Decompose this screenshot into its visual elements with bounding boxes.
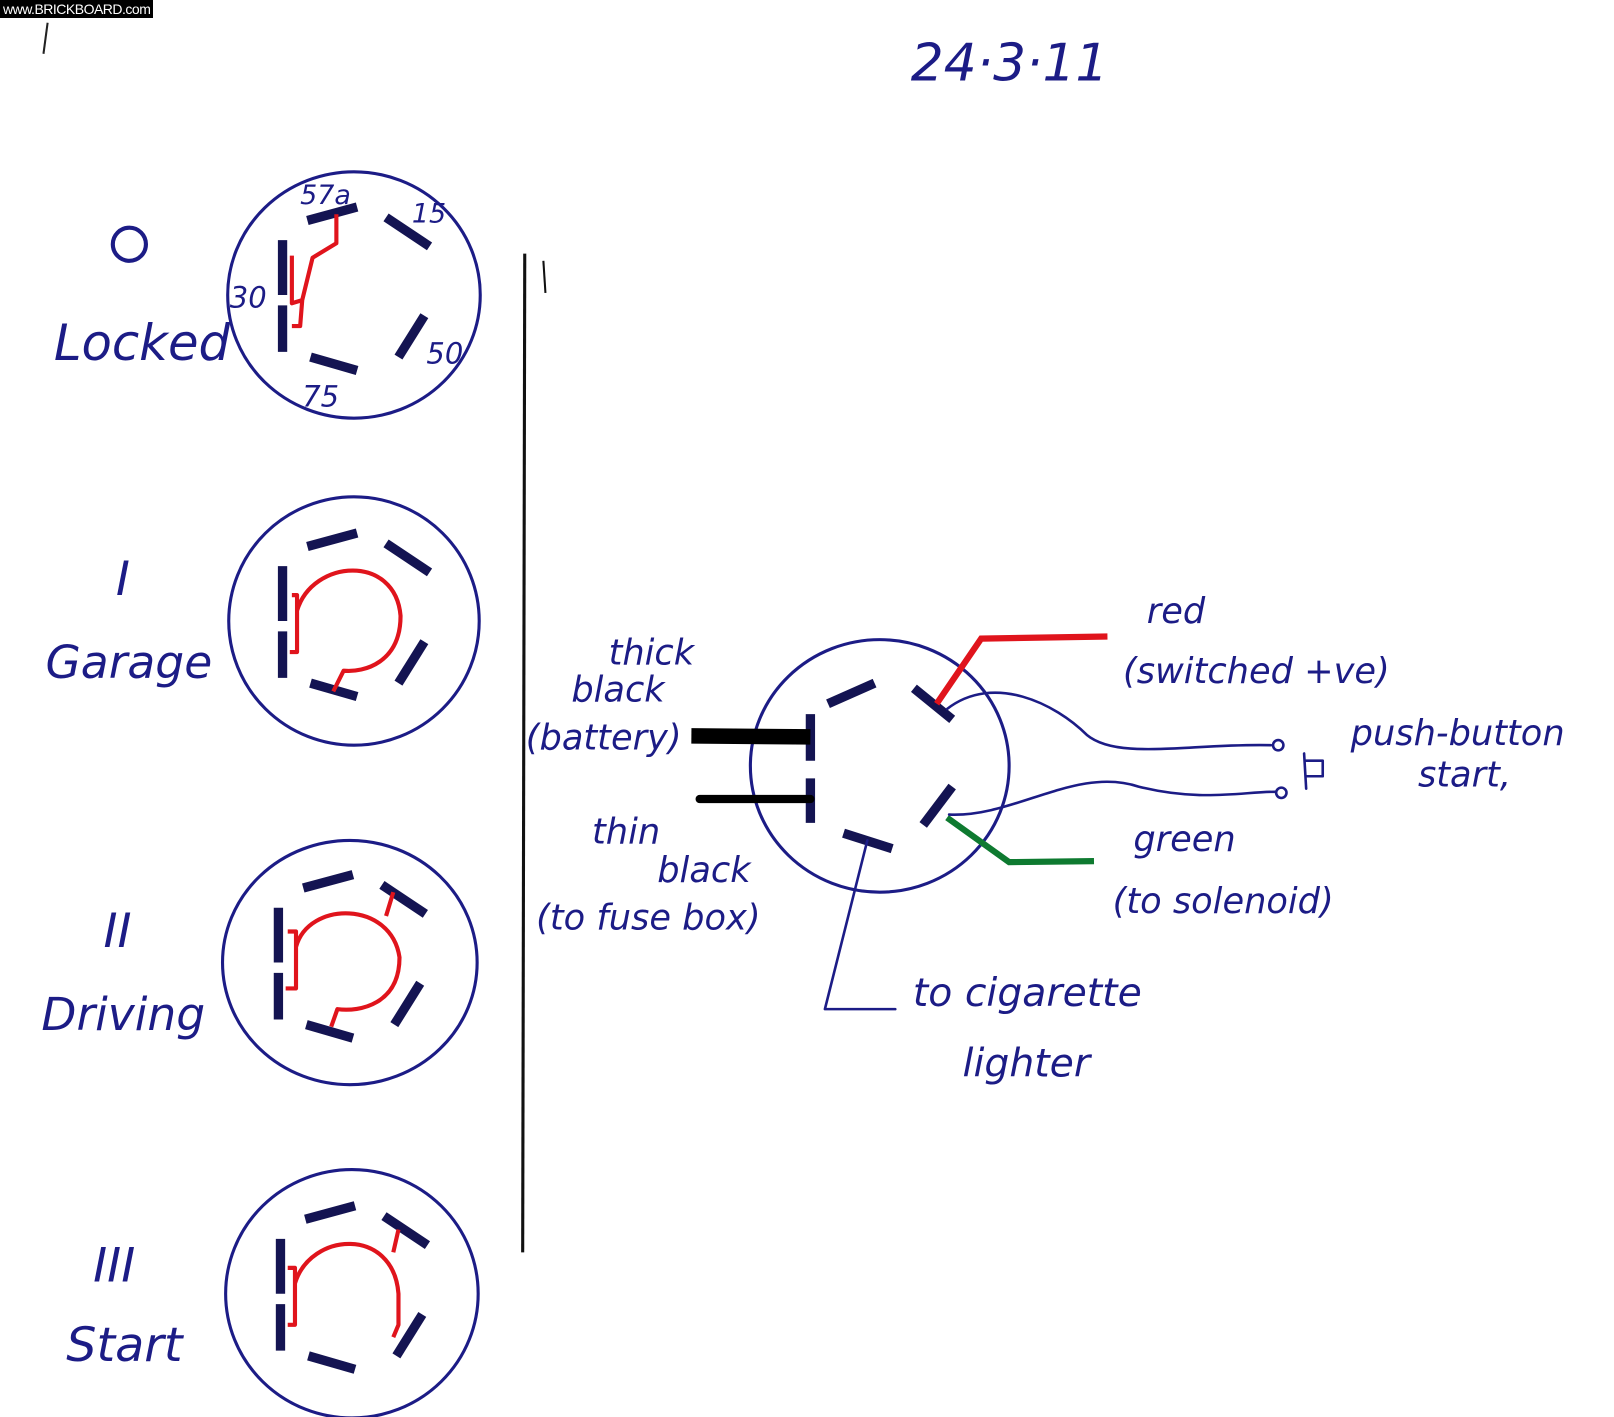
- contact-bridge: [289, 568, 403, 693]
- terminal-pin: [383, 539, 433, 577]
- switch-start: [224, 1168, 480, 1417]
- position-name: Start: [66, 1318, 185, 1373]
- pen-mark: [42, 22, 49, 54]
- thick-black-wire: [691, 728, 811, 745]
- terminal-30: 30: [230, 280, 267, 314]
- contact-bridge: [289, 214, 339, 329]
- terminal-pin: [302, 870, 355, 893]
- terminal-57a: 57a: [300, 180, 351, 211]
- terminal-pin: [307, 1351, 357, 1374]
- position-name: Driving: [41, 988, 205, 1041]
- label-push-button: push-button: [1350, 713, 1565, 754]
- label-lighter: lighter: [963, 1041, 1093, 1086]
- red-wire: [934, 633, 1108, 706]
- label-black: black: [571, 670, 666, 711]
- contact-bridge: [285, 891, 402, 1028]
- terminal-pin: [309, 352, 359, 376]
- position-name: Garage: [46, 636, 213, 689]
- position-numeral: I: [116, 552, 130, 607]
- terminal-pin: [381, 1212, 431, 1249]
- push-button-wire-1: [945, 691, 1273, 751]
- watermark: www.BRICKBOARD.com: [0, 0, 154, 18]
- terminal-15: 15: [412, 199, 446, 230]
- label-black: black: [657, 850, 752, 891]
- contact-bridge: [287, 1229, 401, 1339]
- push-button-wire-2: [947, 780, 1277, 816]
- terminal-pin: [910, 684, 956, 723]
- switch-body: [226, 170, 482, 420]
- green-wire: [945, 815, 1095, 866]
- switch-locked: 57a 15 30 50 75: [226, 170, 482, 420]
- divider-tick: [542, 260, 547, 293]
- terminal-pin: [383, 213, 433, 251]
- push-button-icon: [1302, 752, 1325, 790]
- switch-driving: [220, 838, 479, 1087]
- terminal-pin: [379, 881, 428, 918]
- terminal-pin: [394, 313, 429, 360]
- terminal-circle: [1271, 738, 1285, 752]
- label-red: red: [1147, 591, 1206, 632]
- position-numeral: III: [93, 1238, 135, 1293]
- terminal-pin: [305, 1020, 355, 1043]
- label-to-fuse-box: (to fuse box): [536, 897, 760, 938]
- terminal-50: 50: [426, 336, 463, 370]
- label-thin: thin: [592, 812, 660, 853]
- position-driving-label: II Driving: [41, 904, 205, 1041]
- position-numeral: II: [104, 904, 132, 959]
- terminal-pin: [392, 1311, 427, 1359]
- position-garage-label: I Garage: [46, 552, 213, 689]
- terminal-pin: [826, 678, 877, 709]
- terminal-pin: [304, 1201, 357, 1224]
- label-battery: (battery): [526, 717, 682, 758]
- terminal-75: 75: [302, 380, 339, 414]
- numeral-zero-circle: [110, 225, 149, 263]
- divider-line: [521, 253, 527, 1253]
- switch-body: [748, 638, 1011, 894]
- main-switch: [691, 633, 1325, 1011]
- switch-body: [220, 838, 479, 1087]
- position-locked-label: Locked: [54, 225, 231, 372]
- date: 24·3·11: [911, 34, 1109, 94]
- position-start-label: III Start: [66, 1238, 185, 1373]
- terminal-pin: [306, 202, 359, 225]
- switch-garage: [227, 495, 481, 747]
- position-name: Locked: [54, 314, 231, 372]
- label-to-solenoid: (to solenoid): [1113, 881, 1334, 922]
- label-start: start,: [1418, 755, 1511, 796]
- terminal-pin: [919, 783, 956, 828]
- terminal-pin: [306, 528, 359, 551]
- label-to-cigarette: to cigarette: [913, 971, 1142, 1016]
- terminal-pin: [394, 639, 429, 686]
- label-switched-positive: (switched +ve): [1123, 651, 1390, 692]
- switch-body: [224, 1168, 480, 1417]
- label-thick: thick: [609, 632, 696, 673]
- terminal-circle: [1274, 786, 1288, 800]
- switch-body: [227, 495, 481, 747]
- cigarette-lighter-wire: [823, 839, 897, 1011]
- label-green: green: [1133, 819, 1235, 860]
- terminal-pin: [390, 980, 425, 1028]
